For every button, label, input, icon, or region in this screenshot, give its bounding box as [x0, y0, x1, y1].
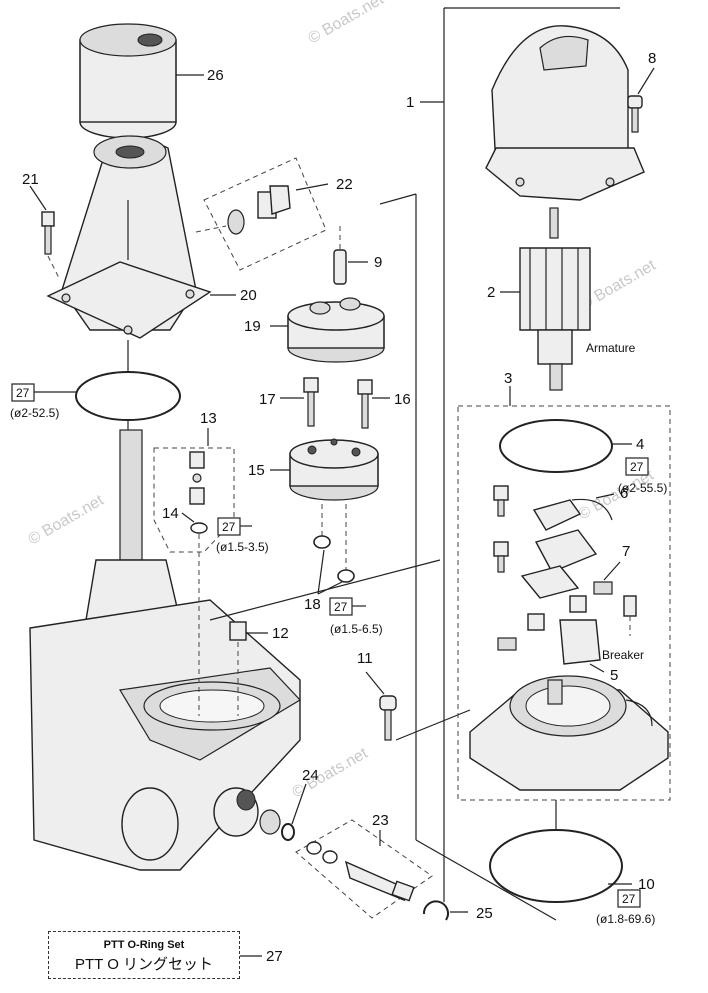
- part-1-bracket: [420, 7, 620, 902]
- part-27-oring-a: [75, 340, 181, 432]
- callout-24: 24: [302, 767, 319, 784]
- part-11-bolt: [365, 671, 397, 741]
- legend-title-en: PTT O-Ring Set: [103, 939, 185, 951]
- callout-6: 6: [620, 485, 628, 502]
- oring-ref-labels: 27 (ø2-52.5) 27 (ø1.5-3.5) 27 (ø1.5-6.5)…: [10, 386, 667, 926]
- leader-line: [379, 193, 417, 205]
- callout-9: 9: [374, 254, 382, 271]
- oring-ref-a: [11, 383, 76, 402]
- part-2-armature: [500, 207, 591, 391]
- callout-23: 23: [372, 812, 389, 829]
- callout-22: 22: [336, 176, 353, 193]
- part-15-pump: [270, 438, 379, 570]
- callout-4: 4: [636, 436, 644, 453]
- oring-tag: 27: [334, 600, 348, 614]
- oring-tag: 27: [622, 892, 636, 906]
- oring-tag: 27: [16, 386, 30, 400]
- part-7-spring: [569, 561, 637, 636]
- part-10-oring: [489, 800, 632, 903]
- part-1-base: [469, 675, 669, 791]
- callout-17: 17: [259, 391, 276, 408]
- callout-27: 27: [266, 948, 283, 965]
- part-13-14-group: [153, 428, 235, 716]
- part-16-bolt: [357, 379, 390, 429]
- part-23-group: [295, 819, 433, 919]
- part-21-bolt: [29, 185, 61, 281]
- oring-size-b: (ø1.5-3.5): [216, 540, 269, 554]
- watermark: © Boats.net: [306, 0, 388, 47]
- part-22-group: [195, 157, 329, 271]
- part-8-screw: [627, 67, 655, 133]
- lower-body: [29, 429, 301, 871]
- callout-12: 12: [272, 625, 289, 642]
- oring-ref-e: [617, 889, 641, 908]
- callout-11: 11: [357, 650, 373, 667]
- callout-7: 7: [622, 543, 630, 560]
- callout-10: 10: [638, 876, 655, 893]
- oring-size-c: (ø1.5-6.5): [330, 622, 383, 636]
- leader-line: [415, 839, 557, 921]
- oring-size-a: (ø2-52.5): [10, 406, 59, 420]
- callout-15: 15: [248, 462, 265, 479]
- oring-ref-c: [329, 597, 366, 616]
- part-24-oring: [281, 783, 307, 841]
- part-26-cap: [79, 23, 177, 139]
- callout-14: 14: [162, 505, 179, 522]
- part-20-housing: [46, 135, 212, 339]
- callout-5: 5: [610, 667, 618, 684]
- part-18-orings: [313, 535, 355, 595]
- part-17-bolt: [280, 377, 319, 427]
- part-12-fitting: [229, 621, 268, 716]
- oring-tag: 27: [630, 460, 644, 474]
- part-3-group: [457, 386, 671, 801]
- oring-tag: 27: [222, 520, 236, 534]
- watermark: © Boats.net: [26, 492, 108, 549]
- oring-ref-b: [217, 517, 252, 536]
- leader-line: [395, 709, 471, 741]
- callout-21: 21: [22, 171, 39, 188]
- part-5-brush-holder: [497, 613, 605, 673]
- callout-19: 19: [244, 318, 261, 335]
- callout-20: 20: [240, 287, 257, 304]
- callout-3: 3: [504, 370, 512, 387]
- oring-ref-d: [625, 457, 649, 476]
- label-breaker: Breaker: [602, 648, 644, 662]
- oring-size-e: (ø1.8-69.6): [596, 912, 655, 926]
- label-armature: Armature: [586, 341, 636, 355]
- callout-1: 1: [406, 94, 414, 111]
- callout-18: 18: [304, 596, 321, 613]
- part-9-pin: [333, 226, 368, 285]
- callout-labels: 26 21 22 9 20 19 17 16 13 15 14 18 12 11…: [22, 50, 656, 965]
- callout-13: 13: [200, 410, 217, 427]
- oring-size-d: (ø2-55.5): [618, 481, 667, 495]
- oring-set-legend: PTT O-Ring Set PTT O リングセット: [48, 931, 240, 979]
- part-1-motor-cap: [485, 25, 645, 201]
- part-19-valve-body: [270, 297, 385, 363]
- leader-line: [209, 559, 441, 621]
- legend-title-jp: PTT O リングセット: [74, 956, 214, 973]
- part-25-circlip: [422, 900, 468, 921]
- part-6-brush-plate: [493, 485, 615, 599]
- callout-8: 8: [648, 50, 656, 67]
- callout-25: 25: [476, 905, 493, 922]
- callout-16: 16: [394, 391, 411, 408]
- part-4-oring: [499, 419, 632, 473]
- callout-2: 2: [487, 284, 495, 301]
- callout-26: 26: [207, 67, 224, 84]
